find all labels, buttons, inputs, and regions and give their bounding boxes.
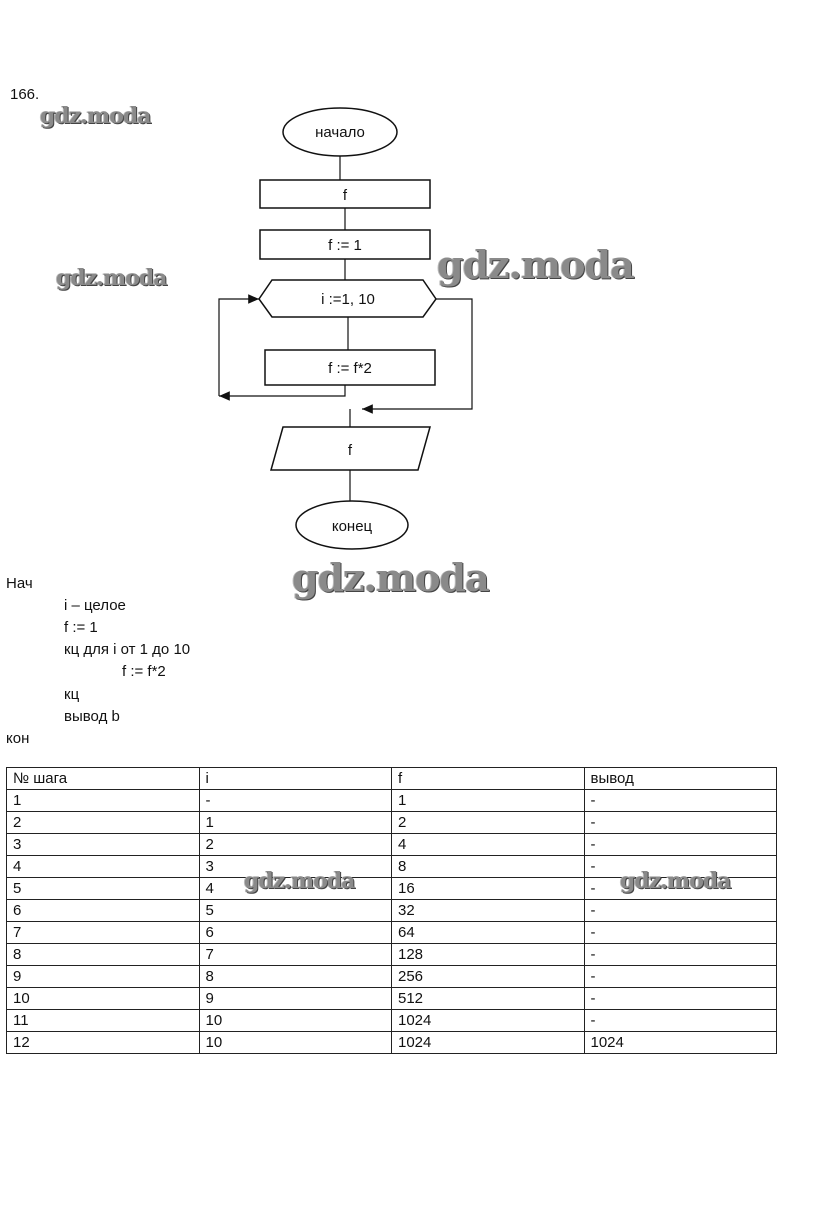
loop-label: i :=1, 10	[321, 291, 375, 308]
cell-f: 8	[391, 855, 585, 878]
output-label: f	[348, 442, 353, 459]
cell-output: -	[583, 899, 777, 922]
cell-f: 1024	[391, 1031, 585, 1054]
code-begin: Нач	[6, 575, 33, 592]
cell-step: 1	[6, 789, 200, 812]
code-end: кон	[6, 730, 30, 747]
cell-i: 7	[198, 943, 392, 966]
cell-output: -	[583, 943, 777, 966]
header-i: i	[198, 767, 392, 790]
cell-output: -	[583, 789, 777, 812]
cell-step: 8	[6, 943, 200, 966]
code-loop-body: f := f*2	[122, 663, 166, 680]
cell-step: 4	[6, 855, 200, 878]
table-row: 2 1 2 -	[6, 811, 777, 834]
cell-output: -	[583, 833, 777, 856]
cell-output: -	[583, 965, 777, 988]
code-loop-end: кц	[64, 686, 80, 703]
start-label: начало	[315, 124, 365, 141]
table-row: 10 9 512 -	[6, 987, 777, 1010]
cell-step: 11	[6, 1009, 200, 1032]
cell-f: 256	[391, 965, 585, 988]
problem-number: 166.	[10, 86, 40, 103]
cell-step: 3	[6, 833, 200, 856]
cell-f: 1	[391, 789, 585, 812]
flowchart: начало f f := 1 i :=1, 10 f := f*2 f кон…	[218, 107, 473, 550]
header-step: № шага	[6, 767, 200, 790]
table-header-row: № шага i f вывод	[6, 767, 777, 790]
watermark: gdz.moda	[244, 868, 356, 894]
cell-i: 2	[198, 833, 392, 856]
table-row: 1 - 1 -	[6, 789, 777, 812]
loop-body-block	[264, 349, 436, 386]
cell-f: 1024	[391, 1009, 585, 1032]
end-terminator	[295, 500, 409, 550]
input-label: f	[343, 187, 348, 204]
cell-output: 1024	[583, 1031, 777, 1054]
cell-i: 9	[198, 987, 392, 1010]
end-label: конец	[332, 518, 373, 535]
cell-f: 4	[391, 833, 585, 856]
cell-step: 12	[6, 1031, 200, 1054]
table-row: 9 8 256 -	[6, 965, 777, 988]
watermark: gdz.moda	[620, 868, 732, 894]
cell-f: 512	[391, 987, 585, 1010]
cell-f: 64	[391, 921, 585, 944]
cell-i: 1	[198, 811, 392, 834]
code-loop-head: кц для i от 1 до 10	[64, 641, 191, 658]
cell-step: 9	[6, 965, 200, 988]
cell-f: 2	[391, 811, 585, 834]
cell-i: 8	[198, 965, 392, 988]
output-block	[270, 426, 431, 471]
watermark: gdz.moda	[56, 265, 168, 291]
cell-f: 32	[391, 899, 585, 922]
code-init: f := 1	[64, 619, 98, 636]
table-row: 6 5 32 -	[6, 899, 777, 922]
cell-output: -	[583, 1009, 777, 1032]
watermark: gdz.moda	[292, 555, 490, 600]
cell-i: 10	[198, 1031, 392, 1054]
trace-table: № шага i f вывод 1 - 1 - 2 1 2 - 3 2 4 -…	[6, 767, 777, 1054]
cell-f: 16	[391, 877, 585, 900]
code-declare: i – целое	[64, 597, 126, 614]
cell-f: 128	[391, 943, 585, 966]
cell-i: 5	[198, 899, 392, 922]
table-row: 12 10 1024 1024	[6, 1031, 777, 1054]
table-row: 5 4 16 -	[6, 877, 777, 900]
watermark: gdz.moda	[40, 103, 152, 129]
table-row: 11 10 1024 -	[6, 1009, 777, 1032]
header-f: f	[391, 767, 585, 790]
cell-step: 2	[6, 811, 200, 834]
cell-i: -	[198, 789, 392, 812]
cell-i: 10	[198, 1009, 392, 1032]
cell-step: 10	[6, 987, 200, 1010]
table-row: 7 6 64 -	[6, 921, 777, 944]
table-row: 3 2 4 -	[6, 833, 777, 856]
cell-output: -	[583, 987, 777, 1010]
watermark: gdz.moda	[437, 242, 635, 287]
cell-output: -	[583, 921, 777, 944]
header-output: вывод	[583, 767, 777, 790]
cell-i: 6	[198, 921, 392, 944]
code-output: вывод b	[64, 708, 120, 725]
table-row: 8 7 128 -	[6, 943, 777, 966]
loop-body-label: f := f*2	[328, 360, 372, 377]
assign-label: f := 1	[328, 237, 362, 254]
loop-back-arrow-up	[218, 294, 259, 396]
cell-output: -	[583, 811, 777, 834]
cell-step: 7	[6, 921, 200, 944]
cell-step: 5	[6, 877, 200, 900]
cell-step: 6	[6, 899, 200, 922]
loop-exit-arrow	[362, 298, 473, 414]
loop-back-arrow	[219, 385, 346, 401]
input-block	[259, 179, 431, 209]
